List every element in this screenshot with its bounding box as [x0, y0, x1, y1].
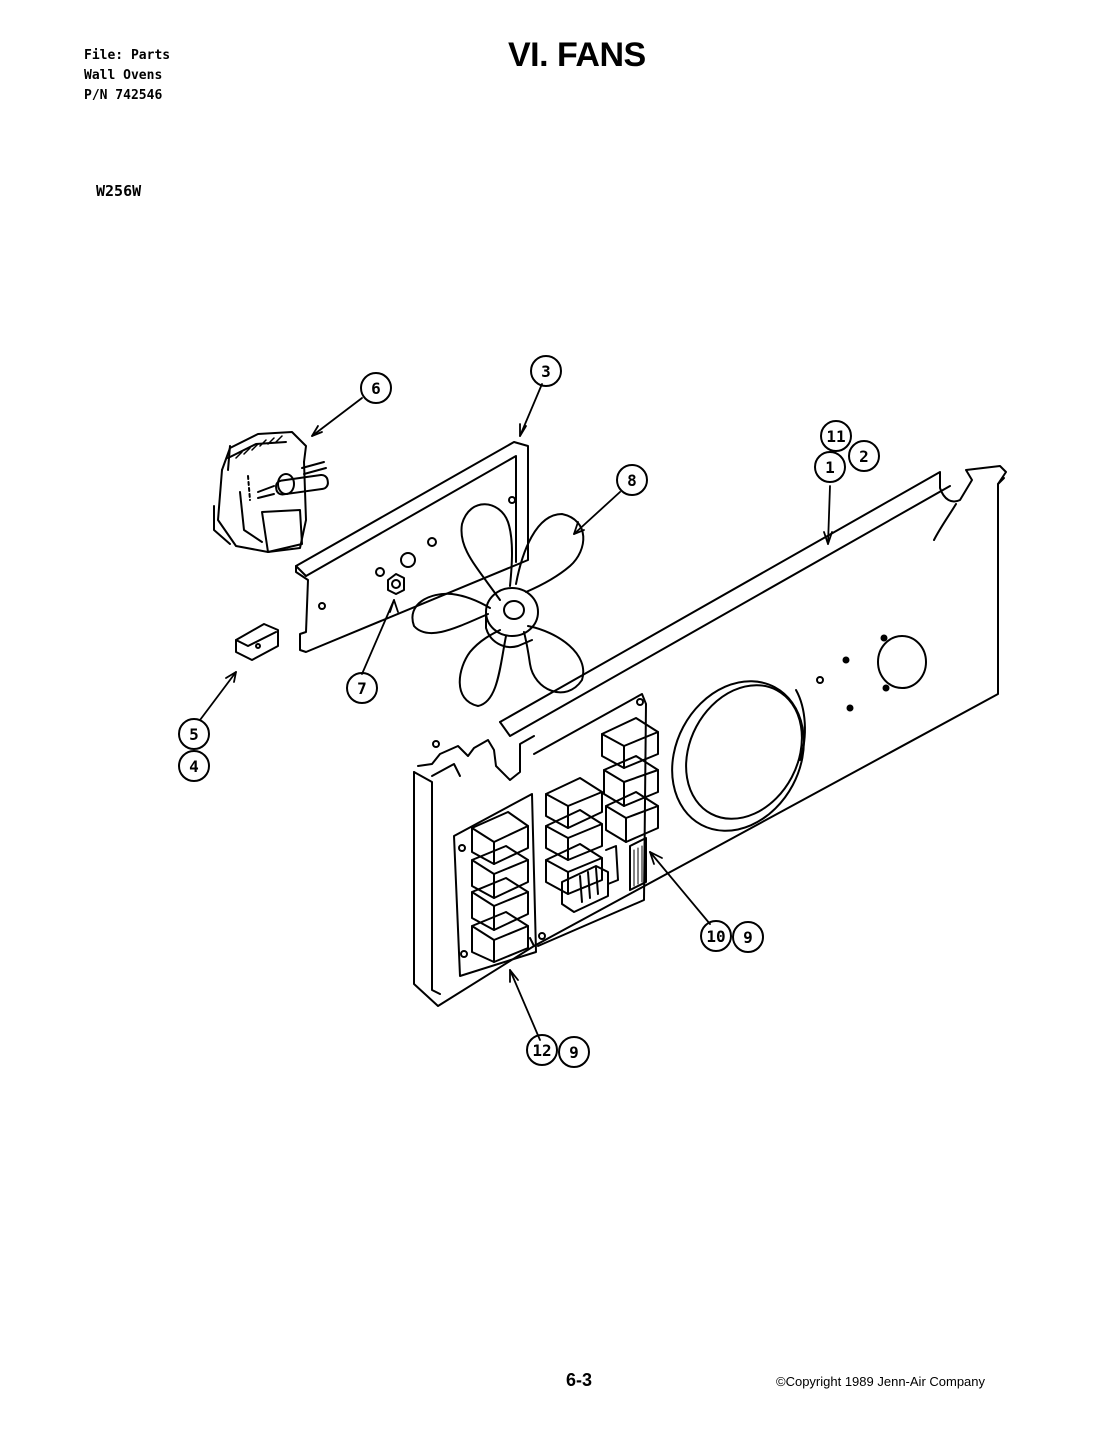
svg-text:10: 10 — [706, 927, 725, 946]
callout-2: 2 — [848, 440, 880, 472]
callout-3: 3 — [530, 355, 562, 387]
callout-6: 6 — [360, 372, 392, 404]
side-panel-part — [413, 735, 535, 1007]
copyright-notice: ©Copyright 1989 Jenn-Air Company — [776, 1374, 986, 1389]
part-number-line: P/N 742546 — [84, 88, 163, 103]
svg-text:7: 7 — [357, 679, 367, 698]
svg-text:8: 8 — [627, 471, 637, 490]
nut-part — [387, 573, 405, 595]
file-line: File: Parts — [84, 48, 171, 63]
callout-7: 7 — [346, 672, 378, 704]
control-board-part — [453, 693, 659, 977]
clip-part — [235, 623, 279, 661]
svg-text:12: 12 — [532, 1041, 551, 1060]
svg-text:9: 9 — [569, 1043, 579, 1062]
callout-12: 12 — [526, 1034, 558, 1066]
model-number: W256W — [96, 182, 142, 200]
svg-text:2: 2 — [859, 447, 869, 466]
svg-text:6: 6 — [371, 379, 381, 398]
svg-text:4: 4 — [189, 757, 199, 776]
svg-text:1: 1 — [825, 458, 835, 477]
callout-1: 1 — [814, 451, 846, 483]
file-info: File: Parts Wall Ovens P/N 742546 — [84, 46, 170, 106]
leader-lines — [199, 383, 833, 1041]
mounting-panel-part — [499, 465, 1007, 947]
category-line: Wall Ovens — [84, 68, 163, 83]
fan-blade-part — [411, 503, 585, 707]
callout-8: 8 — [616, 464, 648, 496]
motor-bracket-part — [295, 441, 529, 653]
fan-motor-part — [213, 431, 329, 553]
callout-9-board-right: 9 — [732, 921, 764, 953]
page-title: VI. FANS — [508, 36, 646, 74]
callout-9-board-left: 9 — [558, 1036, 590, 1068]
callout-labels: 6 3 8 11 2 1 7 5 4 10 9 12 9 — [178, 355, 880, 1068]
callout-10: 10 — [700, 920, 732, 952]
callout-4: 4 — [178, 750, 210, 782]
svg-text:5: 5 — [189, 725, 199, 744]
callout-5: 5 — [178, 718, 210, 750]
callout-11: 11 — [820, 420, 852, 452]
svg-text:11: 11 — [826, 427, 845, 446]
svg-text:3: 3 — [541, 362, 551, 381]
svg-text:9: 9 — [743, 928, 753, 947]
page-number: 6-3 — [566, 1370, 593, 1390]
